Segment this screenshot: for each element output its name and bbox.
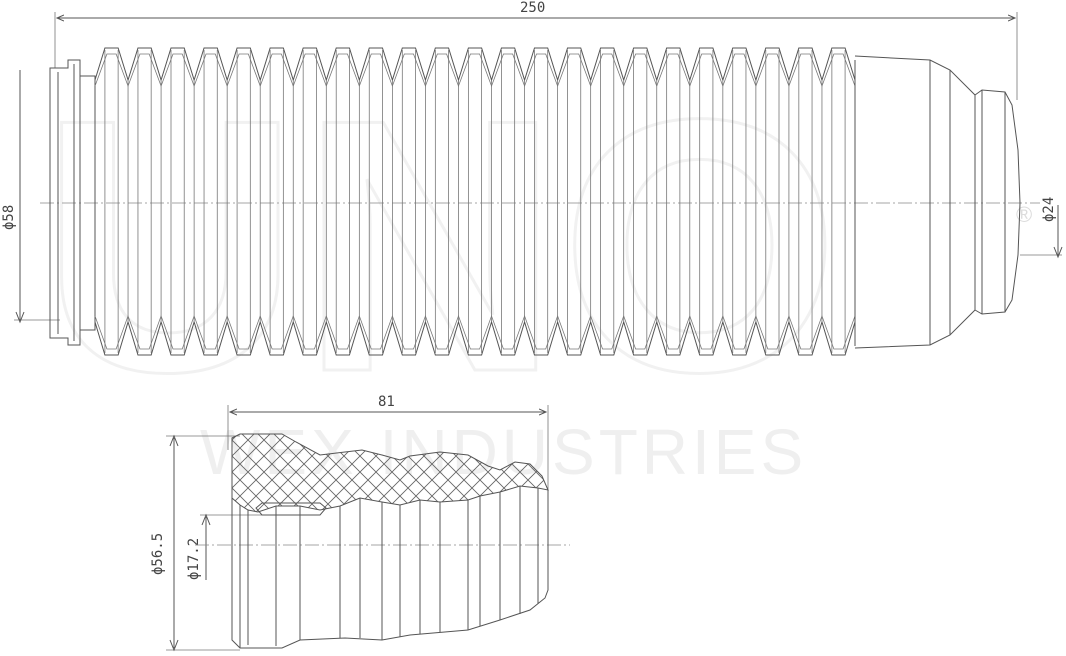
watermark-registered: ® bbox=[1016, 202, 1032, 227]
dust-boot-drawing: 250 ϕ58 ϕ24 bbox=[1, 0, 1063, 356]
boot-small-diameter-dimension: ϕ24 bbox=[1020, 197, 1063, 259]
boot-bellows-bottom bbox=[94, 320, 856, 356]
boot-large-diameter-dimension: ϕ58 bbox=[1, 70, 60, 324]
boot-length-dimension: 250 bbox=[54, 0, 1018, 100]
boot-right-end bbox=[854, 55, 1021, 349]
boot-bellows-top-inner bbox=[94, 53, 856, 88]
stop-length-label: 81 bbox=[378, 394, 395, 410]
watermark-brand: UNO bbox=[40, 45, 840, 447]
boot-length-label: 250 bbox=[520, 0, 545, 16]
stop-bore-slot bbox=[255, 502, 327, 516]
stop-outer-diameter-dimension: ϕ56.5 bbox=[150, 434, 240, 652]
stop-outer-profile bbox=[231, 438, 549, 649]
stop-outer-diameter-label: ϕ56.5 bbox=[150, 533, 166, 575]
watermark: UNO WEX INDUSTRIES ® bbox=[39, 44, 1033, 489]
stop-inner-diameter-dimension: ϕ17.2 bbox=[186, 513, 262, 580]
boot-large-diameter-label: ϕ58 bbox=[1, 205, 17, 230]
bump-stop-drawing: 81 ϕ56.5 ϕ17.2 bbox=[150, 394, 570, 652]
boot-left-collar bbox=[49, 59, 96, 346]
stop-inner-diameter-label: ϕ17.2 bbox=[186, 538, 202, 580]
boot-bellows-top bbox=[94, 47, 856, 82]
boot-small-diameter-label: ϕ24 bbox=[1041, 197, 1057, 222]
boot-bellows-bottom-inner bbox=[94, 314, 856, 350]
stop-length-dimension: 81 bbox=[227, 394, 549, 495]
